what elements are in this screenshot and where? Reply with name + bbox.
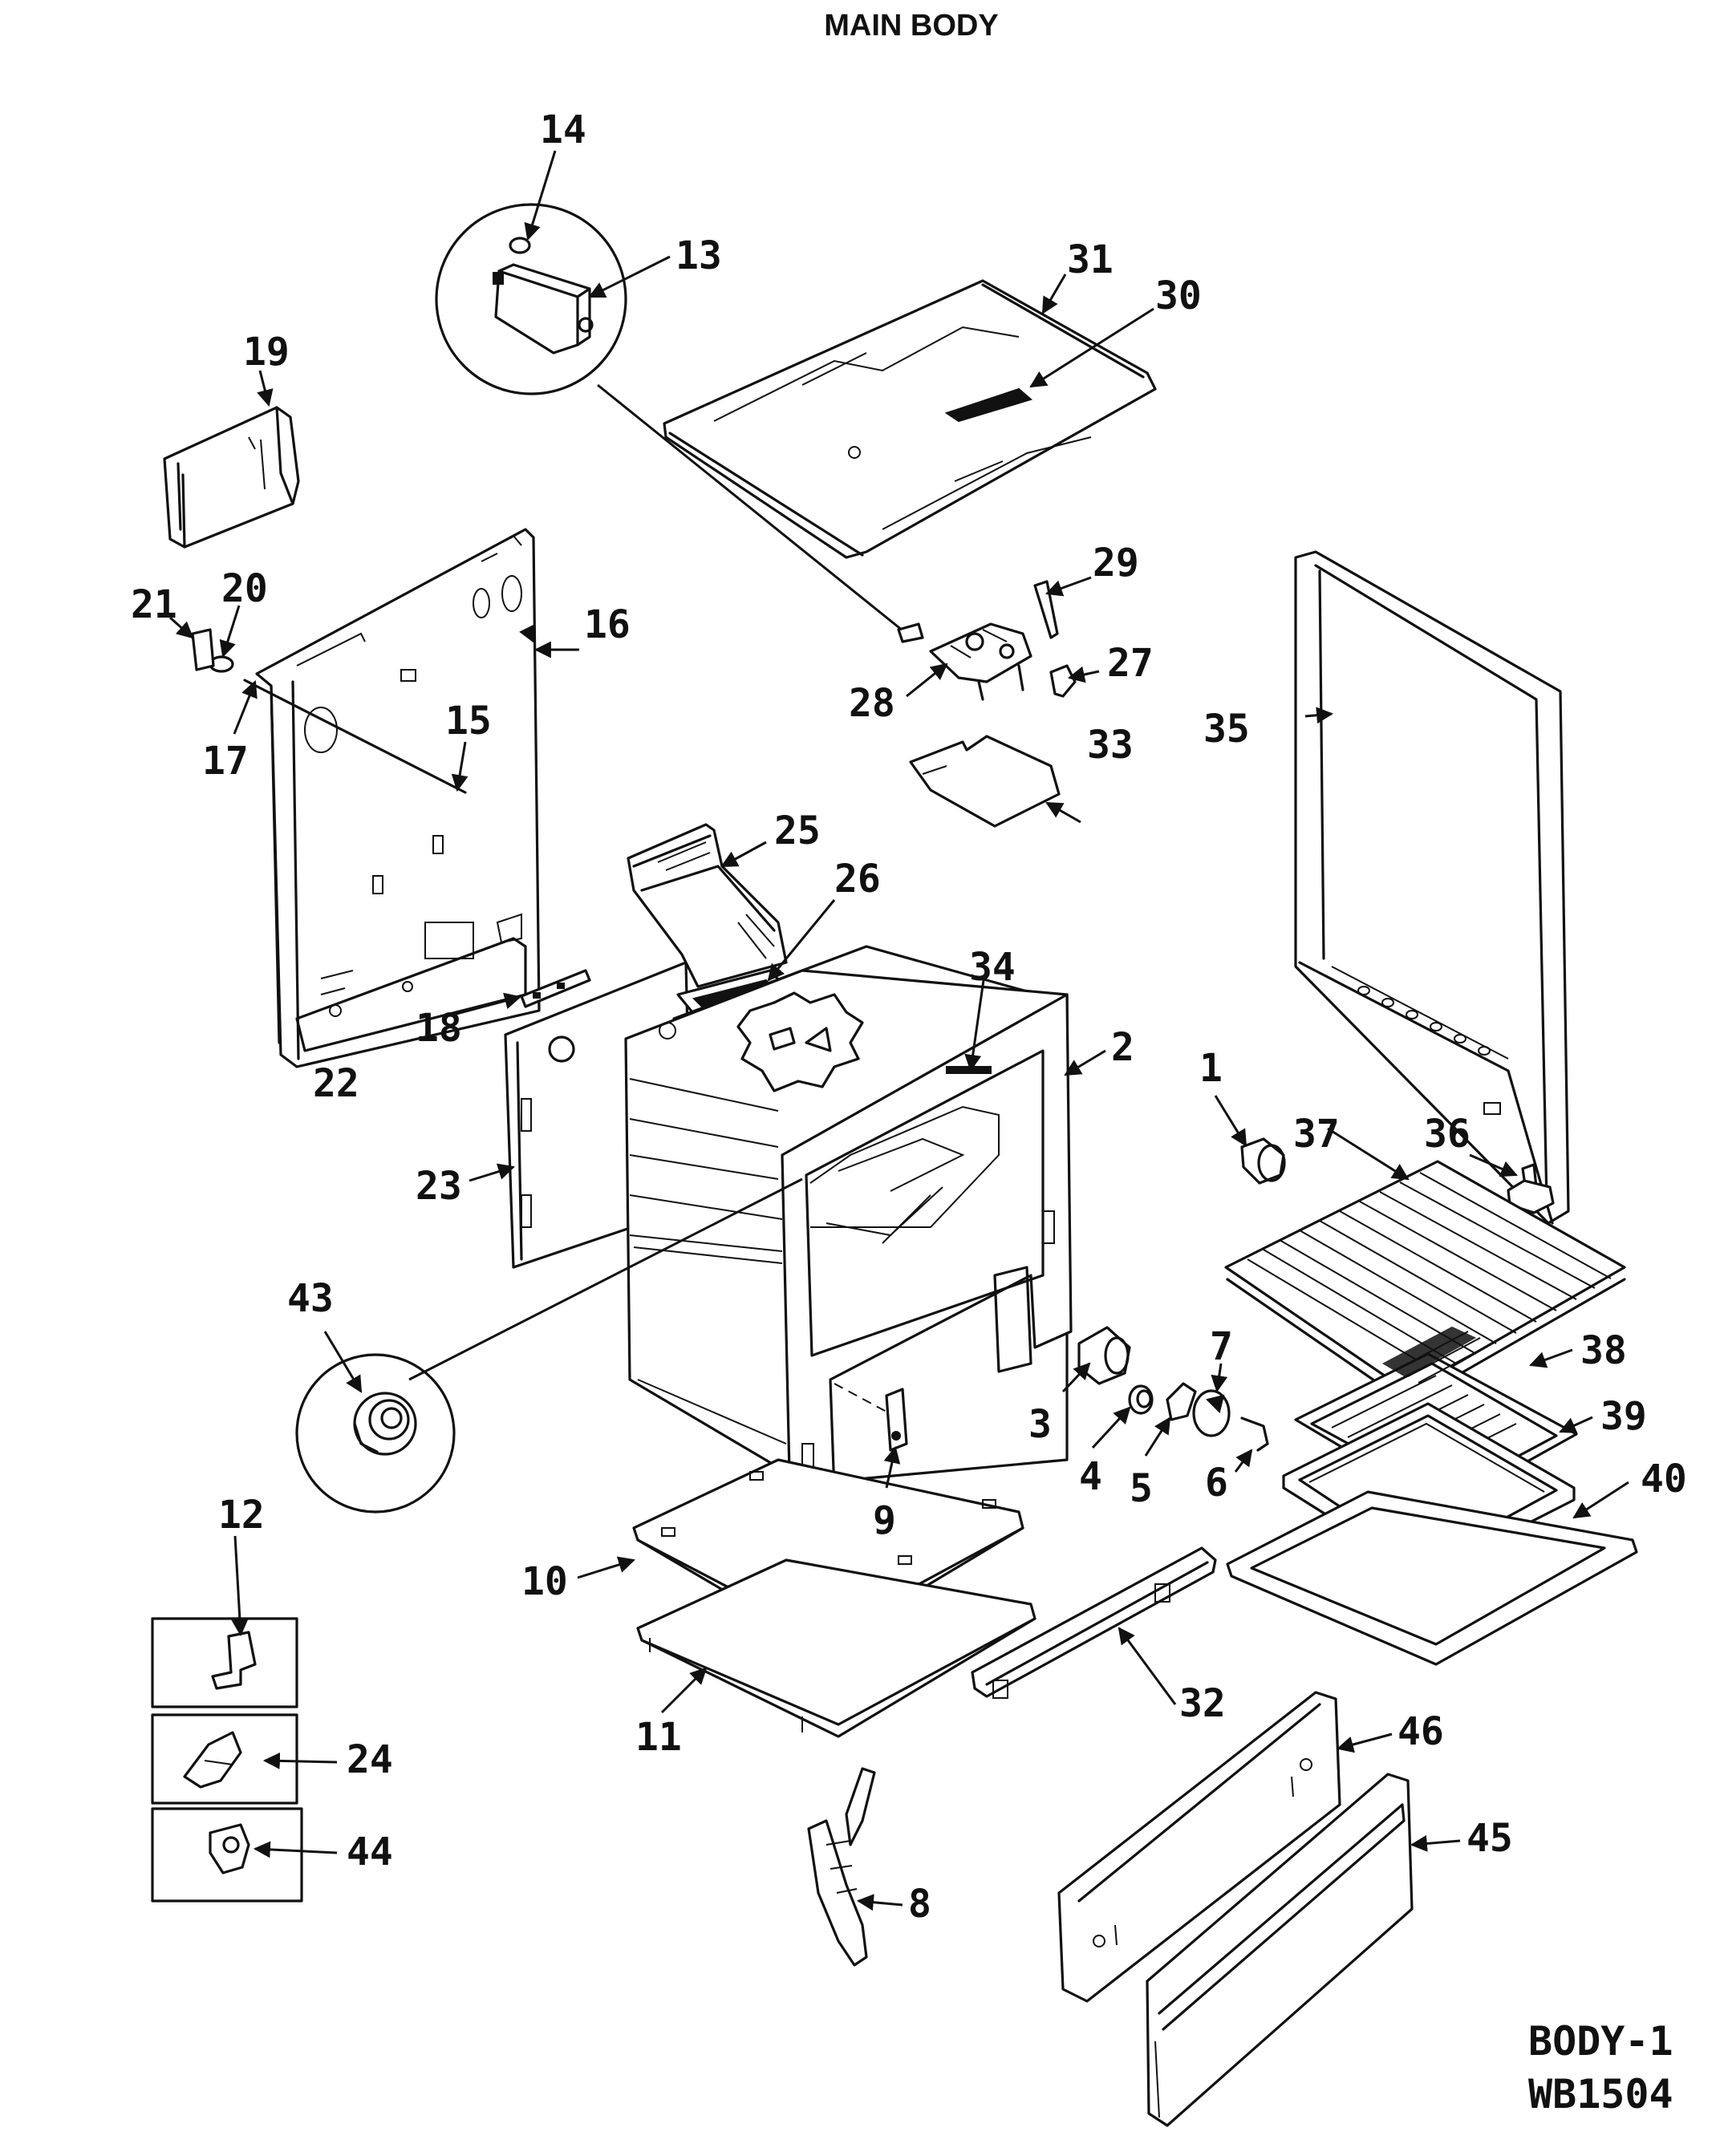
callout-10: 10 <box>521 1559 568 1604</box>
callout-30: 30 <box>1155 274 1202 318</box>
callout-34: 34 <box>969 945 1016 990</box>
part-26-burner-shield <box>736 991 864 1092</box>
part-9-bracket <box>834 1383 908 1452</box>
part-35-door-frame <box>1294 550 1570 1225</box>
drawing-code-line-1: BODY-1 <box>1528 2018 1673 2065</box>
callout-labels: 14 13 31 30 19 21 20 16 17 15 22 18 23 2… <box>131 107 1687 1927</box>
callout-29: 29 <box>1093 541 1139 586</box>
callout-5: 5 <box>1130 1466 1153 1511</box>
part-29-clip <box>1033 580 1059 639</box>
part-12-clip-box <box>151 1617 298 1708</box>
callout-36: 36 <box>1424 1112 1471 1157</box>
part-18-strip <box>520 969 591 1008</box>
part-44-clip-box <box>151 1807 303 1903</box>
part-16-rear-panel <box>255 528 541 1068</box>
part-30-cover-plate <box>944 387 1033 423</box>
callout-15: 15 <box>445 699 492 744</box>
callout-45: 45 <box>1466 1816 1513 1861</box>
part-15-rod <box>243 679 467 794</box>
leader-lines <box>169 150 1629 1911</box>
part-5-lamp <box>1166 1382 1197 1421</box>
callout-20: 20 <box>221 566 268 611</box>
diagram-title: MAIN BODY <box>824 9 998 43</box>
part-24-clip-box <box>151 1713 298 1805</box>
callout-27: 27 <box>1107 641 1154 686</box>
callout-3: 3 <box>1028 1402 1052 1447</box>
callout-16: 16 <box>584 602 631 647</box>
callout-26: 26 <box>834 857 881 902</box>
part-13-14-detail-view <box>435 203 907 635</box>
part-28-connector <box>897 622 924 643</box>
callout-32: 32 <box>1179 1681 1226 1726</box>
callout-11: 11 <box>635 1715 682 1760</box>
part-32-front-rail <box>971 1546 1217 1699</box>
callout-14: 14 <box>540 107 586 152</box>
callout-38: 38 <box>1580 1328 1627 1373</box>
callout-4: 4 <box>1079 1454 1102 1499</box>
part-3-bezel <box>1077 1326 1131 1385</box>
part-46-drawer-panel <box>1057 1691 1341 2003</box>
callout-22: 22 <box>313 1061 359 1106</box>
part-33-plate <box>909 735 1061 828</box>
callout-24: 24 <box>347 1737 393 1782</box>
callout-2: 2 <box>1111 1025 1134 1070</box>
part-25-vent-duct <box>627 823 788 988</box>
callout-35: 35 <box>1203 707 1250 752</box>
callout-21: 21 <box>131 582 177 627</box>
part-8-handle <box>807 1767 876 1967</box>
part-45-drawer-front <box>1146 1773 1414 2127</box>
callout-25: 25 <box>774 808 821 853</box>
callout-31: 31 <box>1067 237 1114 282</box>
callout-28: 28 <box>849 681 895 726</box>
callout-19: 19 <box>243 330 290 375</box>
callout-17: 17 <box>202 739 249 784</box>
part-27-nozzle <box>1049 664 1077 698</box>
part-6-hook <box>1240 1416 1269 1452</box>
callout-7: 7 <box>1210 1324 1233 1369</box>
callout-46: 46 <box>1398 1709 1444 1754</box>
part-21-bracket <box>191 628 215 671</box>
part-31-top-cover <box>663 279 1157 559</box>
drawing-code-line-2: WB1504 <box>1528 2071 1673 2118</box>
callout-13: 13 <box>675 233 722 278</box>
part-1-knob <box>1240 1137 1286 1185</box>
callout-37: 37 <box>1293 1112 1340 1157</box>
part-37-oven-rack <box>1224 1160 1626 1405</box>
part-19-cover-panel <box>163 406 300 549</box>
callout-33: 33 <box>1087 723 1134 768</box>
callout-44: 44 <box>347 1830 393 1874</box>
callout-40: 40 <box>1641 1457 1687 1502</box>
part-36-leveling-leg <box>1507 1163 1555 1214</box>
callout-18: 18 <box>416 1006 462 1051</box>
callout-9: 9 <box>873 1498 896 1543</box>
part-28-valve <box>929 622 1032 701</box>
callout-1: 1 <box>1199 1046 1223 1091</box>
part-7-knob <box>1192 1389 1231 1437</box>
callout-6: 6 <box>1205 1461 1228 1506</box>
part-11-lower-pan <box>636 1558 1036 1738</box>
part-40-door-glass <box>1226 1490 1638 1666</box>
callout-39: 39 <box>1600 1394 1647 1439</box>
callout-43: 43 <box>287 1276 334 1321</box>
callout-23: 23 <box>416 1164 462 1209</box>
part-4-spring <box>1128 1384 1154 1415</box>
callout-12: 12 <box>218 1493 265 1538</box>
part-43-detail-view <box>295 1177 803 1514</box>
callout-8: 8 <box>908 1882 931 1927</box>
